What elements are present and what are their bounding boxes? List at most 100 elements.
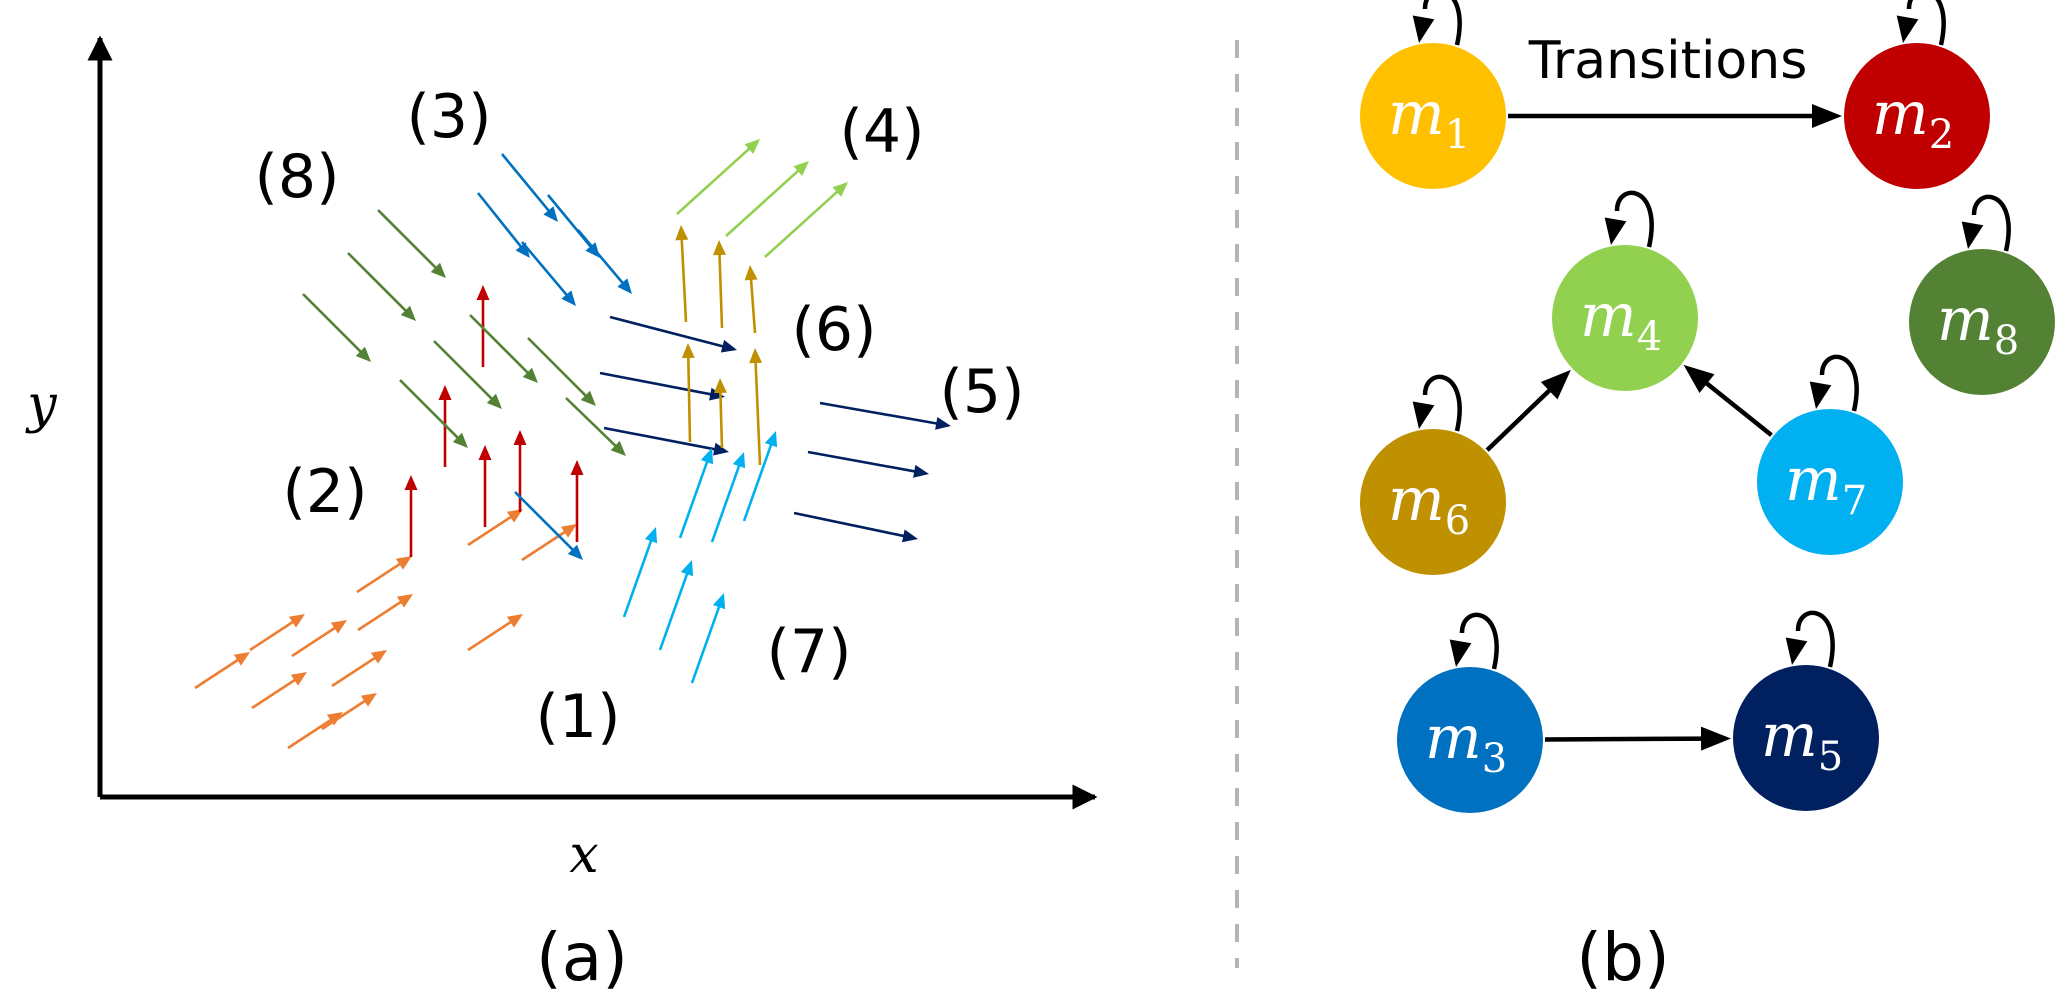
- vector-arrow-c2-6: [570, 460, 584, 542]
- vector-arrow-c8-1: [302, 293, 371, 362]
- mode-label-m6: m6: [1388, 465, 1470, 544]
- caption-a: (a): [536, 919, 628, 996]
- vector-arrow-c3-6: [514, 491, 583, 560]
- vector-arrow-c5-5: [807, 450, 929, 478]
- vector-arrow-c8-2: [347, 252, 416, 321]
- self-loop-arrowhead: [1412, 401, 1435, 429]
- vector-arrow-c1-10: [467, 509, 523, 547]
- self-loop-arrowhead: [1961, 221, 1984, 249]
- transition-arrowhead: [1700, 726, 1732, 751]
- vector-arrow-c5-4: [819, 401, 951, 430]
- transition-m1-m2: [1508, 104, 1842, 128]
- self-loop-m7: [1809, 354, 1859, 412]
- mode-node-m3: m3: [1397, 612, 1543, 813]
- vector-arrow-c8-8: [399, 379, 468, 448]
- mode-label-m1: m1: [1388, 79, 1470, 158]
- mode-label-m5: m5: [1761, 701, 1843, 780]
- vector-arrow-c2-4: [478, 445, 492, 527]
- mode-label-m3: m3: [1425, 703, 1507, 782]
- transition-arrowhead: [1540, 369, 1571, 400]
- vector-arrow-c5-6: [793, 511, 918, 543]
- mode-node-m6: m6: [1360, 374, 1506, 575]
- vector-arrow-c8-3: [377, 209, 446, 278]
- vector-arrow-c1-6: [357, 594, 413, 632]
- vector-arrow-c6-4: [681, 343, 695, 443]
- vector-arrow-c1-7: [287, 712, 343, 750]
- vector-arrow-c7-6: [742, 431, 778, 522]
- self-loop-arrowhead: [1604, 217, 1627, 245]
- self-loop-arrowhead: [1809, 381, 1832, 409]
- self-loop-arrowhead: [1449, 639, 1472, 667]
- mode-node-m8: m8: [1909, 194, 2055, 395]
- vector-arrow-c5-2: [599, 371, 725, 401]
- vector-arrow-c1-12: [356, 556, 412, 594]
- vector-arrow-c7-4: [678, 448, 714, 539]
- vector-arrow-c6-6: [749, 348, 763, 466]
- cluster-label-7: (7): [767, 617, 852, 687]
- mode-label-m2: m2: [1872, 79, 1954, 158]
- vector-arrow-c6-3: [744, 265, 758, 334]
- vector-arrow-c2-3: [476, 285, 490, 367]
- mode-node-m2: m2: [1844, 0, 1990, 189]
- vector-arrow-c4-1: [676, 139, 760, 215]
- vector-arrow-c1-2: [249, 614, 305, 652]
- mode-label-m4: m4: [1580, 281, 1662, 360]
- cluster-label-2: (2): [283, 457, 368, 527]
- vector-arrow-c5-1: [609, 315, 737, 353]
- vector-arrow-c1-1: [194, 652, 250, 690]
- mode-node-m4: m4: [1552, 190, 1698, 391]
- self-loop-arrowhead: [1412, 15, 1435, 43]
- vector-arrow-c3-4: [521, 241, 576, 306]
- vector-arrow-c1-5: [291, 620, 347, 658]
- vector-arrow-c6-5: [713, 378, 727, 449]
- vector-arrow-c8-7: [565, 397, 626, 456]
- vector-arrow-c8-4: [433, 340, 502, 409]
- x-axis-label: x: [569, 825, 598, 885]
- vector-arrow-c7-2: [658, 560, 694, 651]
- vector-arrow-c7-1: [622, 527, 658, 618]
- vector-arrow-c3-3: [476, 192, 530, 258]
- vector-arrow-c1-11: [521, 524, 577, 562]
- transition-m7-m4: [1683, 364, 1773, 437]
- vector-arrow-c1-9: [321, 693, 377, 731]
- vector-arrow-c6-2: [713, 240, 727, 329]
- vector-arrow-c5-3: [603, 426, 729, 456]
- self-loop-m4: [1604, 190, 1654, 248]
- transition-arrowhead: [1812, 104, 1842, 128]
- mode-label-m8: m8: [1937, 285, 2019, 364]
- mode-label-m7: m7: [1785, 445, 1867, 524]
- vector-arrow-c2-1: [404, 475, 418, 557]
- vector-arrow-c7-5: [710, 452, 746, 543]
- vector-arrow-c1-3: [251, 672, 307, 710]
- vector-arrow-c2-2: [438, 385, 452, 467]
- vector-arrow-c4-2: [725, 161, 809, 237]
- vector-arrow-c3-5: [546, 194, 600, 258]
- transition-m6-m4: [1485, 369, 1571, 452]
- mode-node-m7: m7: [1757, 354, 1903, 555]
- vector-arrow-c1-4: [331, 650, 387, 688]
- mode-node-m1: m1: [1360, 0, 1506, 189]
- cluster-label-5: (5): [940, 357, 1025, 427]
- mode-nodes: m1 m2 m3 m4 m5 m6 m7 m8: [1360, 0, 2055, 813]
- cluster-label-6: (6): [792, 295, 877, 365]
- vector-arrow-c8-5: [469, 314, 538, 383]
- transition-edges: [1485, 104, 1842, 751]
- transition-m3-m5: [1544, 726, 1732, 751]
- cluster-label-1: (1): [536, 682, 621, 752]
- cluster-label-3: (3): [407, 82, 492, 152]
- self-loop-m5: [1785, 610, 1835, 668]
- transitions-label: Transitions: [1528, 31, 1808, 91]
- self-loop-m3: [1449, 612, 1499, 670]
- panel-a-vector-field: x y (a) (1) (2) (3) (4) (5) (6) (7) (8): [25, 35, 1098, 996]
- transition-arrowhead: [1683, 364, 1715, 393]
- vector-arrow-c6-1: [675, 225, 689, 323]
- self-loop-m2: [1896, 0, 1946, 46]
- self-loop-m8: [1961, 194, 2011, 252]
- vector-arrow-c4-3: [764, 182, 848, 258]
- cluster-label-4: (4): [840, 97, 925, 167]
- mode-node-m5: m5: [1733, 610, 1879, 811]
- vector-arrows: [194, 139, 951, 750]
- vector-arrow-c7-3: [690, 593, 726, 684]
- y-axis-label: y: [25, 375, 57, 435]
